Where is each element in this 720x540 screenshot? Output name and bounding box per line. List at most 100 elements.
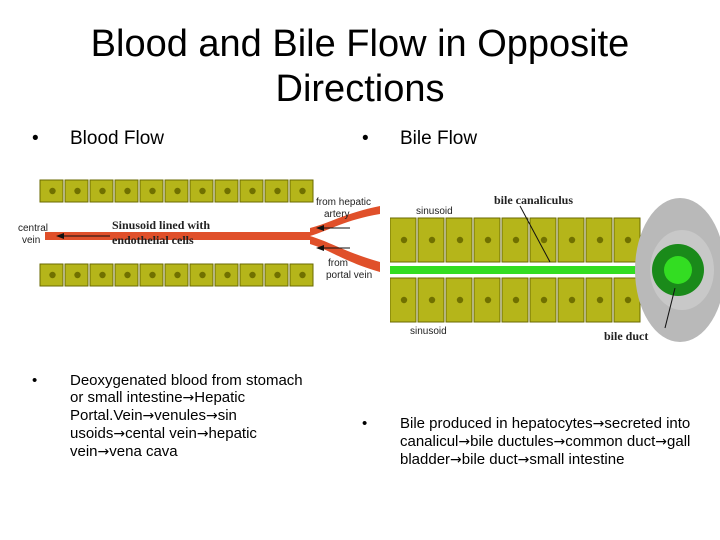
cell-nucleus (199, 187, 206, 195)
cell-nucleus (149, 271, 156, 279)
cell-nucleus (512, 236, 520, 244)
arrow-icon: → (97, 444, 110, 460)
blood-flow-diagram: central vein Sinusoid lined with endothe… (0, 178, 382, 298)
cell-nucleus (428, 296, 436, 304)
arrow-icon: → (517, 452, 530, 468)
hepatic-artery-label-2: artery (324, 209, 350, 220)
blood-flow-step: Deoxygenated blood from stomach or small… (70, 372, 303, 406)
bile-flow-description: • Bile produced in hepatocytes→secreted … (362, 415, 700, 469)
arrow-icon: → (450, 452, 462, 468)
cell-nucleus (224, 187, 231, 195)
bile-canaliculus-channel (390, 266, 680, 274)
portal-vein-label-1: from (328, 258, 348, 269)
sinusoid-label-1: Sinusoid lined with (112, 218, 210, 232)
cell-nucleus (624, 236, 632, 244)
central-vein-label-1: central (18, 223, 48, 234)
cell-nucleus (540, 236, 548, 244)
bullet-dot: • (362, 415, 368, 432)
arrow-icon: → (592, 416, 605, 432)
bile-flow-step: bile duct (461, 451, 518, 468)
cell-nucleus (568, 296, 576, 304)
cell-nucleus (299, 187, 306, 195)
bullet-dot: • (32, 128, 39, 149)
blood-flow-heading: • Blood Flow (32, 128, 164, 150)
bile-flow-text: Bile produced in hepatocytes→secreted in… (400, 415, 690, 468)
cell-nucleus (428, 236, 436, 244)
blood-flow-step: hepatic vein (70, 425, 257, 460)
cell-nucleus (456, 236, 464, 244)
blood-flow-step: venules (154, 407, 206, 424)
cell-nucleus (274, 187, 281, 195)
sinusoid-label-2: endothelial cells (112, 233, 194, 247)
bile-flow-diagram: sinusoid bile canaliculus sinusoid bile … (390, 178, 720, 363)
bile-flow-step: gall bladder (400, 433, 691, 468)
cell-nucleus (568, 236, 576, 244)
blood-flow-step: sin usoids (70, 407, 237, 442)
bile-flow-step: secreted into canalicul (400, 415, 691, 450)
bile-flow-step: small intestine (529, 451, 625, 468)
arrow-icon: → (113, 426, 126, 442)
blood-flow-description: • Deoxygenated blood from stomach or sma… (32, 372, 320, 461)
cell-nucleus (74, 187, 81, 195)
cell-nucleus (596, 236, 604, 244)
hepatic-artery-label-1: from hepatic (316, 197, 371, 208)
arrow-icon: → (458, 434, 471, 450)
cell-nucleus (484, 296, 492, 304)
bile-flow-heading: • Bile Flow (362, 128, 478, 150)
cell-nucleus (249, 271, 256, 279)
cell-nucleus (99, 271, 106, 279)
portal-vein-vessel (310, 236, 380, 272)
cell-nucleus (249, 187, 256, 195)
cell-nucleus (149, 187, 156, 195)
cell-nucleus (596, 296, 604, 304)
blood-flow-heading-text: Blood Flow (70, 128, 164, 149)
cell-nucleus (174, 271, 181, 279)
cell-nucleus (74, 271, 81, 279)
blood-flow-step: Hepatic Portal.Vein (70, 389, 246, 424)
blood-flow-text: Deoxygenated blood from stomach or small… (70, 372, 303, 460)
blood-flow-step: cental vein (125, 425, 197, 442)
cell-nucleus (456, 296, 464, 304)
cell-nucleus (400, 296, 408, 304)
arrow-icon: → (553, 434, 566, 450)
bile-flow-step: Bile produced in hepatocytes (400, 415, 593, 432)
bile-flow-step: common duct (565, 433, 656, 450)
cell-nucleus (624, 296, 632, 304)
cell-nucleus (224, 271, 231, 279)
cell-nucleus (484, 236, 492, 244)
sinusoid-bottom-label: sinusoid (410, 326, 447, 337)
bile-duct-label: bile duct (604, 329, 648, 343)
sinusoid-blood-stream (45, 232, 310, 240)
cell-nucleus (512, 296, 520, 304)
arrow-icon: → (655, 434, 668, 450)
arrow-icon: → (142, 408, 155, 424)
sinusoid-top-label: sinusoid (416, 206, 453, 217)
cell-nucleus (540, 296, 548, 304)
title-line-2: Directions (275, 68, 445, 110)
cell-nucleus (49, 271, 56, 279)
cell-nucleus (49, 187, 56, 195)
cell-nucleus (124, 271, 131, 279)
cell-nucleus (124, 187, 131, 195)
cell-nucleus (274, 271, 281, 279)
cell-nucleus (99, 187, 106, 195)
bullet-dot: • (32, 372, 38, 389)
bile-canaliculus-label: bile canaliculus (494, 193, 573, 207)
cell-nucleus (174, 187, 181, 195)
portal-vein-label-2: portal vein (326, 270, 372, 281)
cell-nucleus (299, 271, 306, 279)
hepatocyte-cell (445, 277, 473, 323)
blood-flow-step: vena cava (109, 443, 178, 460)
cell-nucleus (400, 236, 408, 244)
bile-flow-step: bile ductules (470, 433, 554, 450)
bile-flow-heading-text: Bile Flow (400, 128, 478, 149)
hepatocyte-cell (613, 277, 641, 323)
slide-title: Blood and Bile Flow in Opposite Directio… (40, 22, 680, 112)
arrow-icon: → (196, 426, 209, 442)
central-vein-label-2: vein (22, 235, 40, 246)
arrow-icon: → (182, 390, 195, 406)
bullet-dot: • (362, 128, 369, 149)
arrow-icon: → (205, 408, 218, 424)
title-line-1: Blood and Bile Flow in Opposite (90, 23, 630, 65)
cell-nucleus (199, 271, 206, 279)
